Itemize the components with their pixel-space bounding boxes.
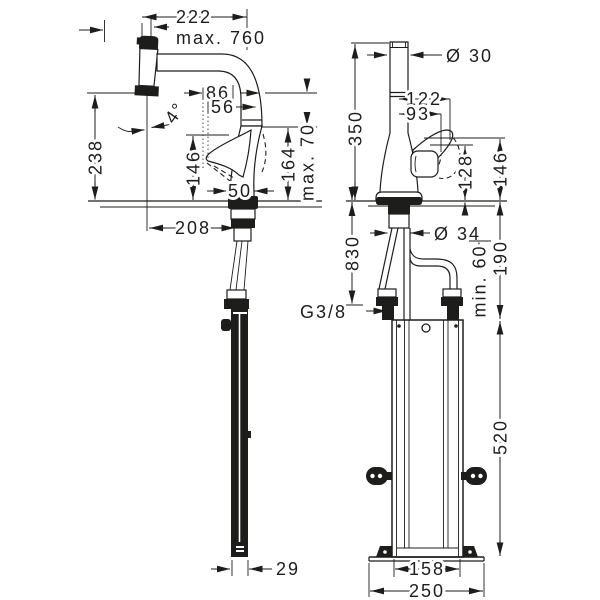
dim-label-50: 50 [228,181,252,201]
dim-spout-reach-222: 222 [141,4,248,50]
underdeck-assembly-side [221,196,258,557]
dim-label-350: 350 [346,110,366,146]
dim-label-93: 93 [406,104,430,124]
dim-label-520: 520 [491,419,511,455]
dim-label-164: 164 [279,146,299,182]
dim-height-146-front: 146 [488,139,514,216]
box-hole [421,323,431,333]
dim-label-238: 238 [86,139,106,175]
dim-base-width-50: 50 [207,178,274,204]
dim-swivel-angle: 4° [117,92,192,231]
dim-pullout-reference [79,20,105,42]
dim-foot-spacing-158: 158 [393,556,461,582]
handle-front [410,129,461,180]
underdeck-assembly-front [376,205,463,320]
dim-height-adjust-70: max. 70 [265,78,321,204]
dim-box-height-520: 520 [488,321,514,556]
dim-label-max70: max. 70 [298,123,318,201]
dim-body-height-350: 350 [343,42,389,200]
dim-offset-93: 93 [399,101,442,152]
dim-clearance-min60: min. 60 [467,240,493,321]
dim-label-86: 86 [206,83,230,103]
dim-offset-86: 86 [184,80,260,168]
side-view: 222 max. 760 238 4° [79,4,322,582]
dim-label-g38: G3/8 [300,302,347,322]
dim-label-190: 190 [491,240,511,276]
dim-offset-122: 122 [399,86,451,140]
dim-height-146-side: 146 [181,134,229,200]
dim-base-plate-250: 250 [368,563,485,600]
dim-offset-56: 56 [207,94,256,160]
dim-label-d30: Ø 30 [446,46,493,66]
dim-height-128: 128 [453,146,479,216]
mounting-clip-right [461,467,487,485]
dim-spout-diameter-30: Ø 30 [367,43,494,69]
dim-label-222: 222 [176,7,212,27]
dim-label-122: 122 [406,89,442,109]
dim-label-d34: Ø 34 [434,224,481,244]
handle-lever [205,128,252,178]
dim-label-angle: 4° [161,98,190,127]
dim-label-128: 128 [456,154,476,190]
dim-label-158: 158 [409,559,445,579]
dim-label-250: 250 [409,581,445,600]
dim-label-146-side: 146 [184,150,204,186]
dim-reach-208: 208 [149,215,236,241]
dim-label-760: max. 760 [176,28,266,48]
dim-label-29: 29 [276,559,300,579]
dim-label-56: 56 [211,97,235,117]
dim-rod-width-29: 29 [211,556,301,582]
dim-thread-g38: G3/8 [297,299,387,325]
front-view: 350 Ø 30 122 93 [297,41,514,600]
dim-label-146-front: 146 [491,151,511,187]
mounting-clip-left [366,467,392,485]
dim-outlet-height-238: 238 [83,92,140,200]
dim-hose-length-830: 830 [340,187,366,306]
installation-box [366,319,487,562]
dim-box-offset-190: 190 [488,202,514,335]
dim-label-min60: min. 60 [470,244,490,317]
dim-label-208: 208 [175,218,211,238]
dim-pullout-max-760: max. 760 [150,18,267,51]
dim-height-164: 164 [262,126,317,200]
dim-shank-diameter-34: Ø 34 [370,221,482,247]
dim-label-830: 830 [343,235,363,271]
spray-head [134,35,159,97]
